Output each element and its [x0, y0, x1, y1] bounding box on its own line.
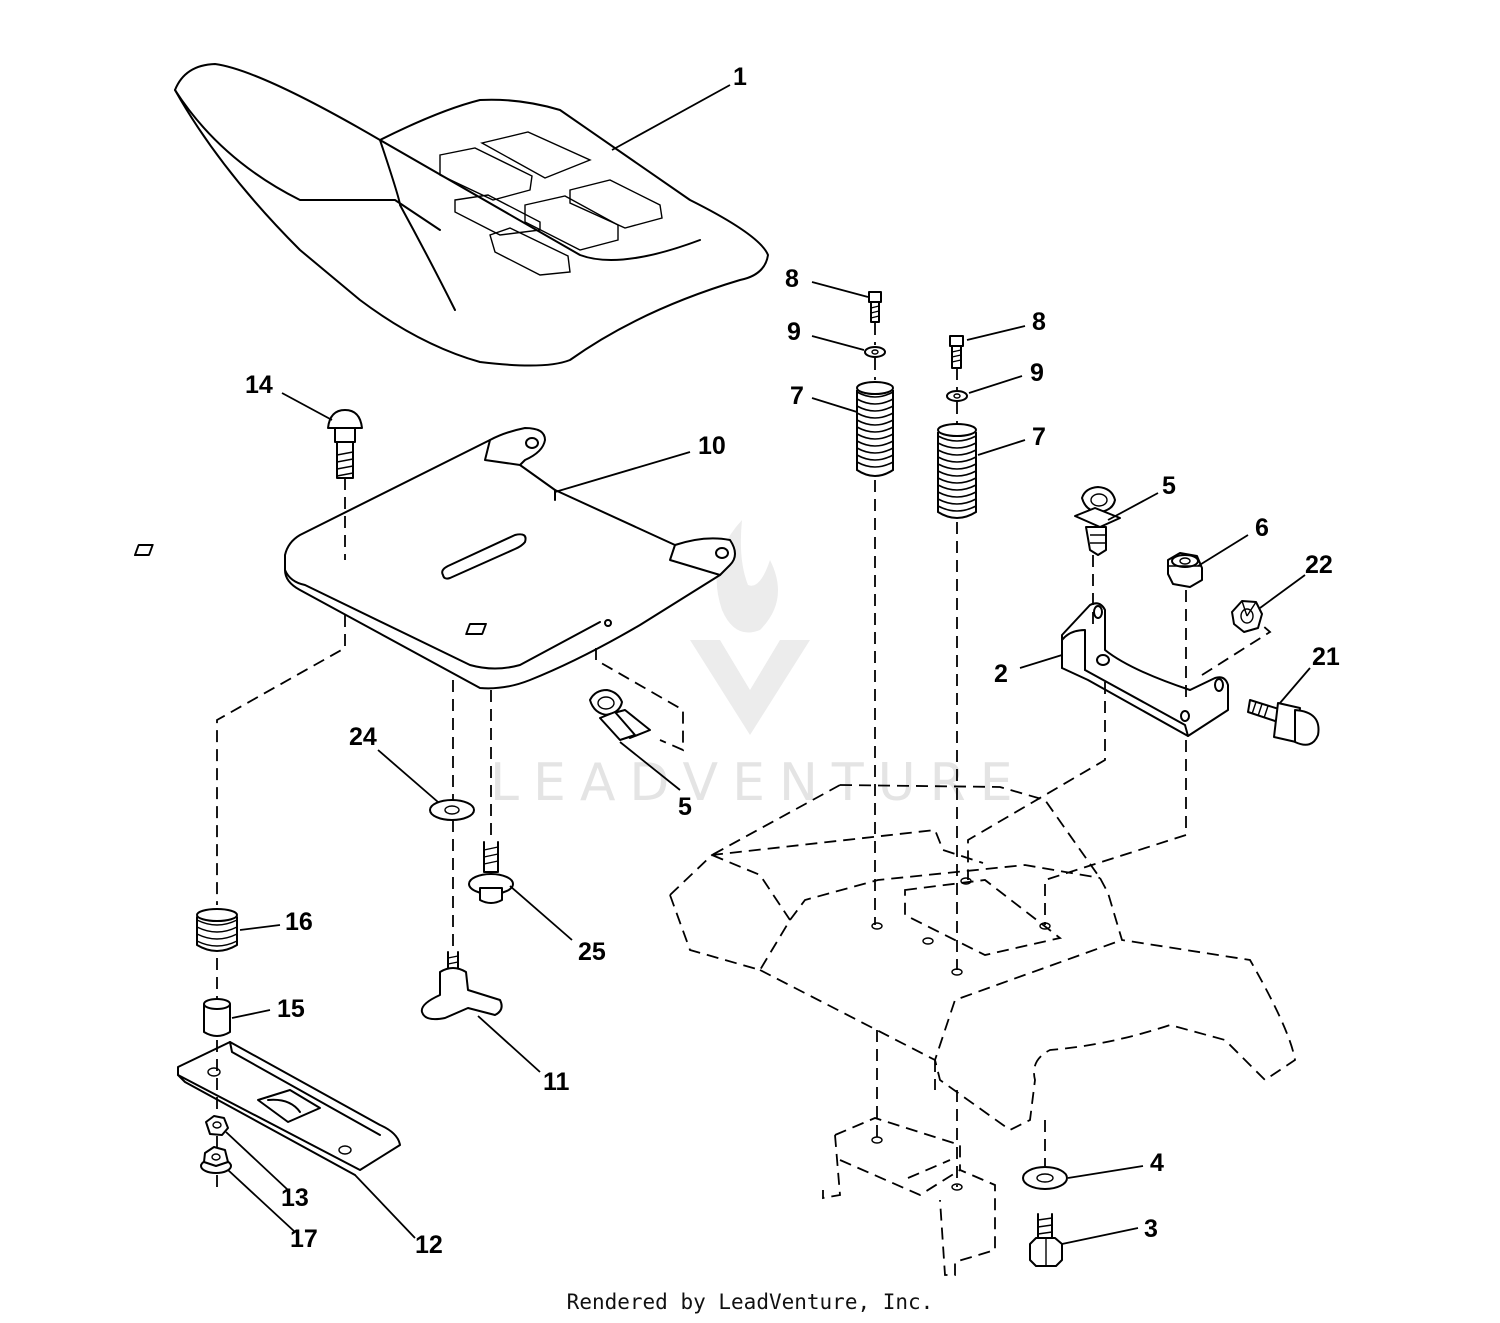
callout-16: 16 [285, 908, 313, 936]
callout-9: 9 [787, 318, 801, 346]
credit-line: Rendered by LeadVenture, Inc. [566, 1290, 934, 1314]
callout-5: 5 [678, 793, 692, 821]
wire-clip-lower-part[interactable] [589, 689, 651, 741]
compression-spring-part[interactable] [196, 908, 238, 952]
shoulder-screw-part[interactable] [468, 841, 514, 904]
callout-24: 24 [349, 723, 377, 751]
wire-clip-upper-part[interactable] [1074, 486, 1121, 556]
chassis-outline [669, 784, 1296, 1276]
nut-small-part[interactable] [205, 1115, 229, 1136]
watermark: LEADVENTURE [490, 520, 1027, 813]
seat-part[interactable] [174, 63, 769, 367]
watermark-text: LEADVENTURE [490, 753, 1027, 813]
flat-washer-part[interactable] [1022, 1166, 1068, 1190]
callout-3: 3 [1144, 1215, 1158, 1243]
hex-bolt-part[interactable] [1029, 1213, 1063, 1267]
callout-5: 5 [1162, 472, 1176, 500]
carriage-bolt-part[interactable] [327, 409, 363, 479]
callout-15: 15 [277, 995, 305, 1023]
callout-9: 9 [1030, 359, 1044, 387]
spring-stack-left[interactable] [856, 291, 894, 477]
callout-4: 4 [1150, 1149, 1164, 1177]
alignment-lines [216, 323, 1272, 1190]
callout-6: 6 [1255, 514, 1269, 542]
callout-22: 22 [1305, 551, 1333, 579]
flange-nut-part[interactable] [200, 1146, 232, 1174]
shoulder-bolt-part[interactable] [1247, 699, 1320, 746]
callout-1: 1 [733, 63, 747, 91]
callout-14: 14 [245, 371, 273, 399]
callout-7: 7 [790, 382, 804, 410]
callout-25: 25 [578, 938, 606, 966]
spring-stack-right[interactable] [937, 335, 977, 519]
callout-12: 12 [415, 1231, 443, 1259]
slide-plate-part[interactable] [177, 1041, 401, 1176]
callout-8: 8 [1032, 308, 1046, 336]
leader-lines [225, 84, 1311, 1245]
seat-pan-part[interactable] [133, 427, 736, 690]
lock-nut-part[interactable] [1167, 552, 1203, 588]
callout-17: 17 [290, 1225, 318, 1253]
bracket-part[interactable] [1061, 602, 1229, 737]
callout-10: 10 [698, 432, 726, 460]
callout-7: 7 [1032, 423, 1046, 451]
hex-nut-part[interactable] [1231, 600, 1263, 633]
callout-13: 13 [281, 1184, 309, 1212]
callout-2: 2 [994, 660, 1008, 688]
callout-21: 21 [1312, 643, 1340, 671]
callout-11: 11 [543, 1068, 570, 1096]
callout-8: 8 [785, 265, 799, 293]
adjustment-knob-part[interactable] [420, 951, 503, 1021]
callout-labels: 1 14 10 8 9 7 8 9 7 5 6 22 2 21 24 5 16 … [245, 63, 1340, 1259]
washer-part[interactable] [429, 799, 475, 821]
bushing-part[interactable] [203, 998, 231, 1037]
